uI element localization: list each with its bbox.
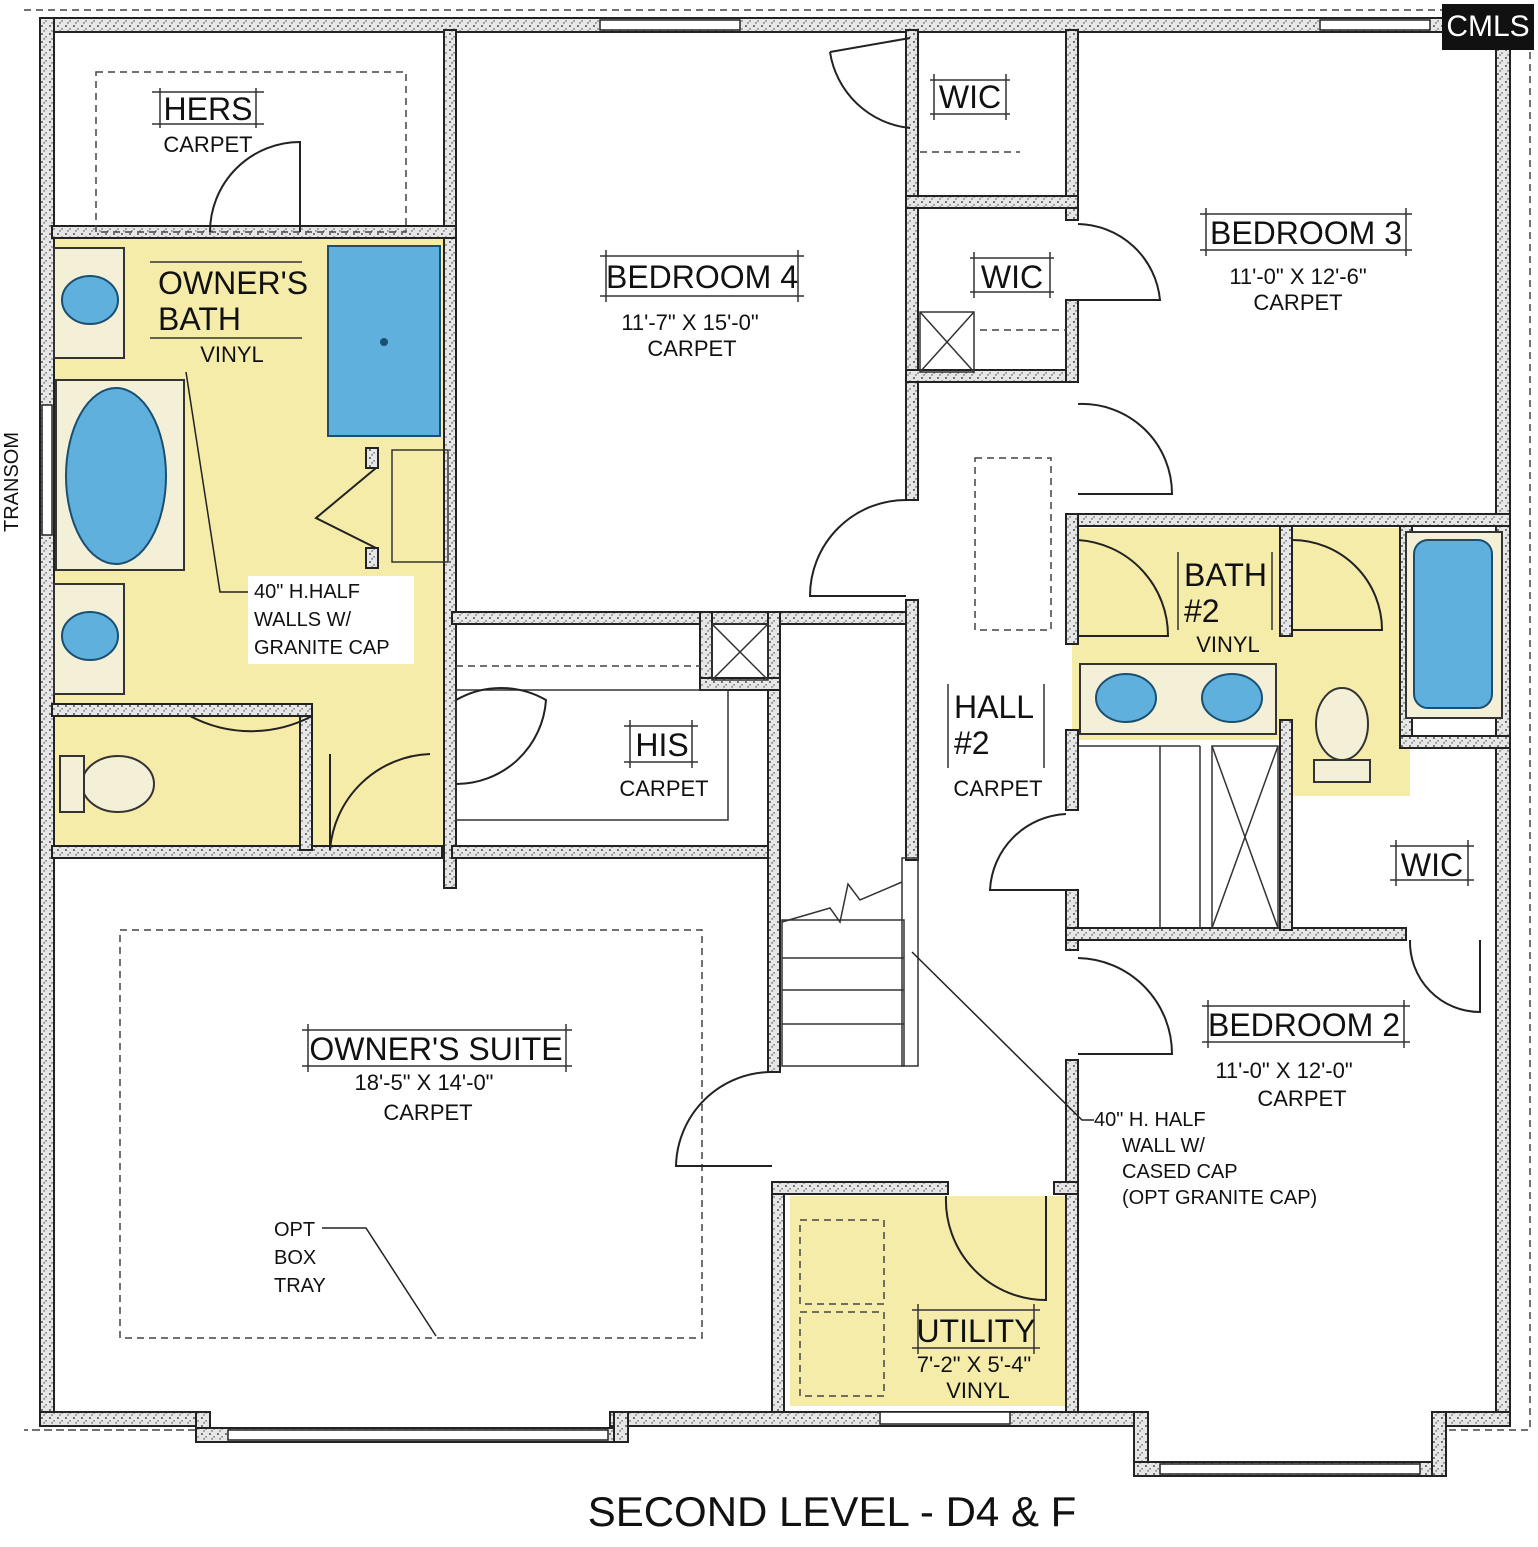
hers-floor: CARPET [163,132,252,157]
owners-suite-name: OWNER'S SUITE [309,1031,562,1067]
note-cased-1: 40" H. HALF [1094,1109,1206,1131]
note-box-tray-3: TRAY [274,1275,326,1297]
bedroom3-size: 11'-0" X 12'-6" [1229,264,1366,289]
wet-area-fills [52,238,1410,1406]
bath2-floor: VINYL [1196,632,1260,657]
note-half-walls-3: GRANITE CAP [254,637,390,659]
hers-name: HERS [164,91,253,127]
owners-suite-size: 18'-5" X 14'-0" [355,1070,494,1095]
utility-name: UTILITY [916,1313,1035,1349]
exterior-walls [39,17,1511,1477]
closet-lines [391,311,1279,929]
doors [189,37,1481,1302]
bedroom4-size: 11'-7" X 15'-0" [621,310,758,335]
bedroom2-name: BEDROOM 2 [1208,1007,1400,1043]
fixtures [53,245,1503,813]
interior-walls [51,29,1511,1413]
bedroom4-floor: CARPET [647,336,736,361]
room-labels: HERS CARPET OWNER'S BATH VINYL BEDROOM 4… [150,74,1474,1403]
wic-right-name: WIC [1401,847,1463,883]
logo-text: CMLS [1446,10,1529,43]
note-half-walls-2: WALLS W/ [254,609,351,631]
roof-outline [24,9,1531,1431]
note-half-walls-1: 40" H.HALF [254,581,360,603]
utility-size: 7'-2" X 5'-4" [917,1352,1032,1377]
bedroom2-size: 11'-0" X 12'-0" [1215,1058,1352,1083]
stairs [781,857,919,1067]
windows [41,19,1431,1475]
hall2-floor: CARPET [953,776,1042,801]
leader-lines [185,371,1094,1337]
bath2-name-2: #2 [1184,593,1220,629]
note-cased-4: (OPT GRANITE CAP) [1122,1187,1317,1209]
owners-bath-name-1: OWNER'S [158,265,308,301]
wic-top-name: WIC [939,79,1001,115]
cmls-logo: CMLS [1442,4,1534,50]
hall2-name-2: #2 [954,725,990,761]
dashed-lines [95,71,1066,1339]
owners-suite-floor: CARPET [383,1100,472,1125]
owners-bath-floor: VINYL [200,342,264,367]
bedroom3-name: BEDROOM 3 [1210,215,1402,251]
note-cased-2: WALL W/ [1122,1135,1205,1157]
bedroom4-name: BEDROOM 4 [606,259,798,295]
note-box-tray-1: OPT [274,1219,315,1241]
utility-floor: VINYL [946,1378,1010,1403]
notes: 40" H.HALF WALLS W/ GRANITE CAP 40" H. H… [248,576,1317,1297]
note-cased-3: CASED CAP [1122,1161,1238,1183]
washer-dryer [799,1219,885,1397]
note-box-tray-2: BOX [274,1247,316,1269]
plan-title: SECOND LEVEL - D4 & F [588,1488,1077,1535]
hall2-name-1: HALL [954,689,1034,725]
bedroom2-floor: CARPET [1257,1086,1346,1111]
his-floor: CARPET [619,776,708,801]
wic-mid-name: WIC [981,259,1043,295]
owners-bath-name-2: BATH [158,301,241,337]
bath2-name-1: BATH [1184,557,1267,593]
transom-label: TRANSOM [1,432,23,532]
bedroom3-floor: CARPET [1253,290,1342,315]
his-name: HIS [635,727,688,763]
